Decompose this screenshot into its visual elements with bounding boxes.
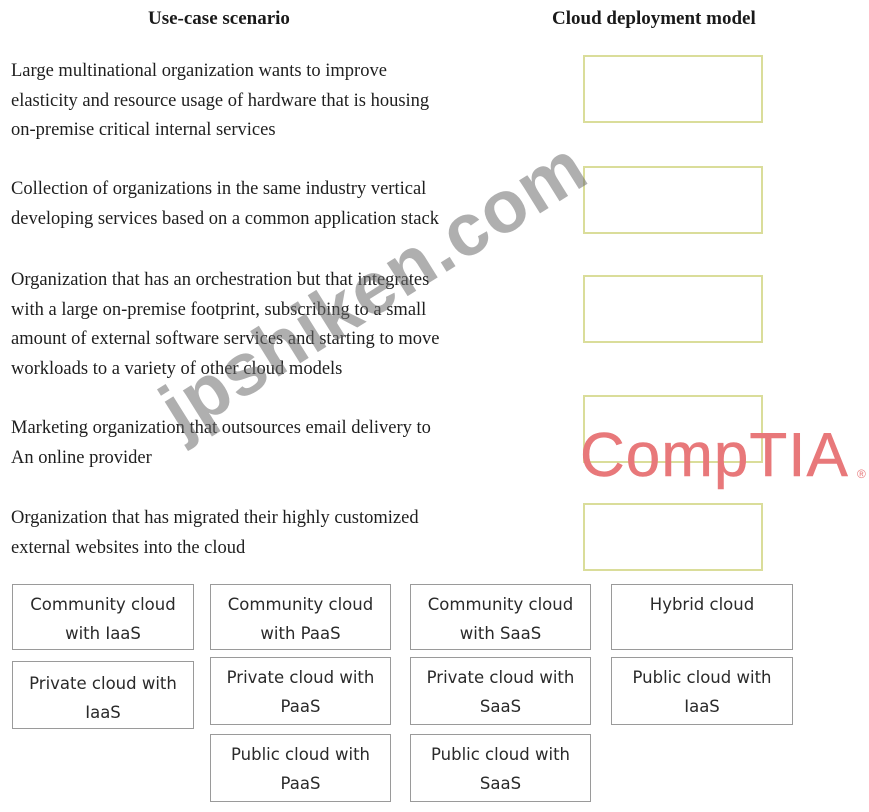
scenario-3: Organization that has an orchestration b…	[11, 266, 571, 384]
option-label: SaaS	[479, 774, 522, 793]
scenario-4-line: Marketing organization that outsources e…	[11, 418, 431, 438]
drop-target-4[interactable]	[583, 395, 763, 463]
scenario-2-line: developing services based on a common ap…	[11, 208, 439, 229]
scenario-5-line: external websites into the cloud	[11, 537, 246, 558]
option-community-saas[interactable]: Community cloud with SaaS	[410, 584, 591, 650]
scenario-4: Marketing organization that outsources e…	[11, 414, 571, 473]
option-label: IaaS	[85, 703, 121, 722]
option-private-paas[interactable]: Private cloud with PaaS	[210, 657, 391, 725]
option-label: Community cloud	[30, 595, 176, 614]
drop-target-1[interactable]	[583, 55, 763, 123]
scenario-3-line: amount of external software services and…	[11, 329, 440, 349]
deployment-model-header: Cloud deployment model	[552, 8, 756, 29]
option-private-saas[interactable]: Private cloud with SaaS	[410, 657, 591, 725]
drop-target-5[interactable]	[583, 503, 763, 571]
scenario-3-line: Organization that has an orchestration b…	[11, 270, 430, 290]
option-label: with IaaS	[65, 624, 141, 643]
option-community-iaas[interactable]: Community cloud with IaaS	[12, 584, 194, 650]
option-label: Public cloud with	[632, 668, 772, 687]
option-label: Private cloud with	[29, 674, 177, 693]
option-label: PaaS	[280, 697, 321, 716]
scenario-5-line: Organization that has migrated their hig…	[11, 508, 419, 528]
option-label: Private cloud with	[426, 668, 575, 687]
option-public-paas[interactable]: Public cloud with PaaS	[210, 734, 391, 802]
scenario-1: Large multinational organization wants t…	[11, 57, 571, 146]
option-label: with PaaS	[260, 624, 341, 643]
scenario-2: Collection of organizations in the same …	[11, 175, 571, 234]
option-label: Public cloud with	[430, 745, 570, 764]
drop-target-3[interactable]	[583, 275, 763, 343]
use-case-header: Use-case scenario	[148, 8, 290, 29]
scenario-3-line: with a large on-premise footprint, subsc…	[11, 299, 427, 320]
option-public-iaas[interactable]: Public cloud with IaaS	[611, 657, 793, 725]
option-label: PaaS	[280, 774, 321, 793]
option-public-saas[interactable]: Public cloud with SaaS	[410, 734, 591, 802]
option-label: Community cloud	[227, 595, 374, 614]
option-label: SaaS	[479, 697, 522, 716]
scenario-1-line: on-premise critical internal services	[11, 120, 276, 140]
option-label: Community cloud	[427, 595, 574, 614]
option-private-iaas[interactable]: Private cloud with IaaS	[12, 661, 194, 729]
option-label: IaaS	[684, 697, 720, 716]
option-label: Private cloud with	[226, 668, 375, 687]
option-community-paas[interactable]: Community cloud with PaaS	[210, 584, 391, 650]
scenario-1-line: elasticity and resource usage of hardwar…	[11, 90, 430, 111]
option-label: Public cloud with	[230, 745, 370, 764]
scenario-3-line: workloads to a variety of other cloud mo…	[11, 358, 343, 379]
scenario-4-line: An online provider	[11, 447, 152, 468]
scenario-1-line: Large multinational organization wants t…	[11, 61, 387, 81]
scenario-2-line: Collection of organizations in the same …	[11, 179, 427, 199]
option-hybrid[interactable]: Hybrid cloud	[611, 584, 793, 650]
drop-target-2[interactable]	[583, 166, 763, 234]
logo-registered-mark: ®	[857, 467, 866, 481]
option-label: with SaaS	[459, 624, 542, 643]
option-label: Hybrid cloud	[649, 595, 755, 614]
scenario-5: Organization that has migrated their hig…	[11, 504, 571, 563]
